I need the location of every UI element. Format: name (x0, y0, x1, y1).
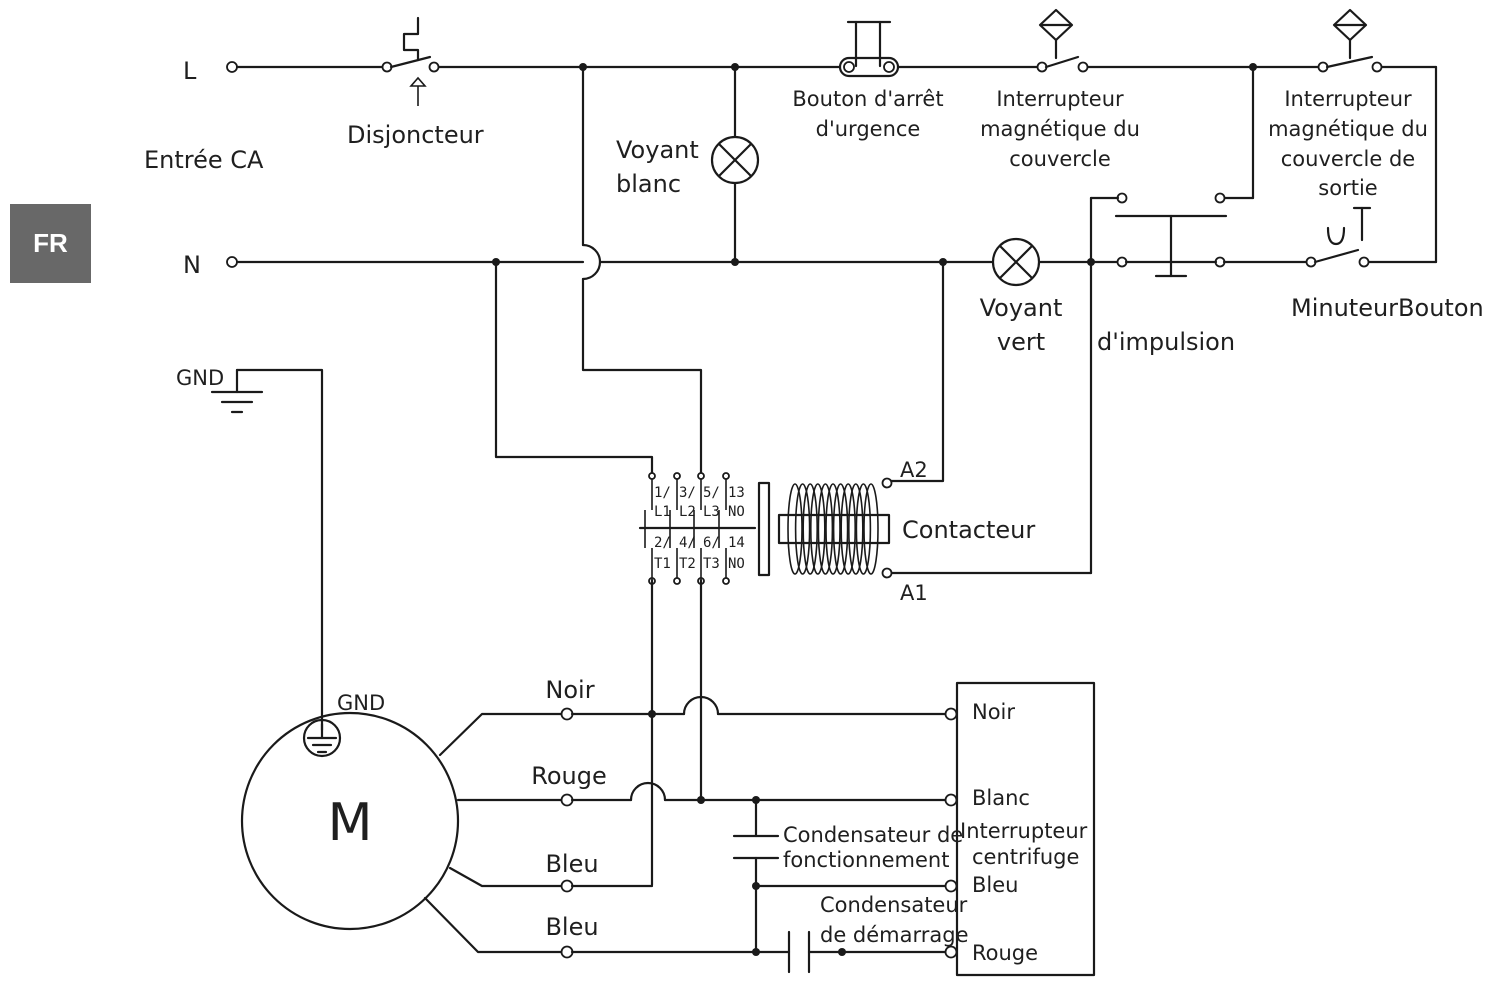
motor-symbol (240, 711, 460, 931)
white-lamp-label-2: blanc (616, 170, 681, 198)
run-capacitor-label-1: Condensateur de (783, 823, 963, 847)
contactor-terminal-label: L2 (679, 504, 696, 520)
contactor-terminal-label: L1 (654, 504, 671, 520)
contactor-terminal-label: 5/ (703, 485, 720, 501)
contactor-output-wires (648, 578, 705, 887)
contactor-terminal-label: L3 (703, 504, 720, 520)
emergency-stop-label-1: Bouton d'arrêt (792, 87, 943, 111)
line-n-label: N (183, 251, 201, 279)
line-n-wire (226, 243, 1120, 281)
green-lamp-symbol (991, 237, 1041, 287)
coil-loop (787, 483, 803, 575)
contactor-terminal-label: 6/ (703, 535, 720, 551)
contactor-terminal-label: 1/ (654, 485, 671, 501)
coil-loop (840, 483, 857, 575)
run-capacitor-symbol (732, 798, 958, 954)
white-lamp-symbol (710, 65, 760, 266)
contactor-pole-4 (718, 472, 730, 585)
contactor-terminal-label: T1 (654, 556, 671, 572)
pulse-button-label: d'impulsion (1097, 328, 1235, 356)
green-lamp-label-2: vert (997, 328, 1045, 356)
outlet-lid-switch-label-4: sortie (1318, 176, 1377, 200)
lid-switch-label-1: Interrupteur (996, 87, 1124, 111)
centrifugal-switch-label-1: Interrupteur (960, 819, 1088, 843)
ac-input-label: Entrée CA (144, 146, 264, 174)
lid-switch-symbol (1036, 8, 1089, 73)
motor-wire-label-bleu-2: Bleu (545, 913, 598, 941)
emergency-stop-label-2: d'urgence (816, 117, 921, 141)
contactor-label: Contacteur (902, 516, 1035, 544)
breaker-label: Disjoncteur (347, 121, 484, 149)
contactor-supply-wires (494, 65, 1093, 575)
outlet-lid-switch-label-1: Interrupteur (1284, 87, 1412, 111)
start-capacitor-symbol (787, 930, 811, 974)
outlet-lid-switch-symbol (1317, 8, 1383, 73)
contactor-terminal-label: 4/ (679, 535, 696, 551)
coil-loop (863, 483, 879, 575)
run-capacitor-label-2: fonctionnement (783, 848, 949, 872)
motor-label: M (328, 793, 373, 853)
motor-wires (423, 695, 958, 959)
coil-loop (817, 483, 834, 575)
switch-terminal-bleu: Bleu (972, 873, 1018, 897)
pulse-button-symbol (1089, 65, 1310, 575)
switch-terminal-rouge: Rouge (972, 941, 1038, 965)
coil-loop (802, 483, 819, 575)
coil-loop (809, 483, 826, 575)
coil-a2-label: A2 (900, 458, 928, 482)
coil-loop (847, 483, 864, 575)
start-capacitor-label-2: de démarrage (820, 923, 969, 947)
contactor-terminal-label: T3 (703, 556, 720, 572)
contactor-terminal-label: NO (728, 556, 745, 572)
contactor-terminal-label: 3/ (679, 485, 696, 501)
breaker-symbol (381, 16, 440, 106)
coil-a1-label: A1 (900, 581, 928, 605)
motor-wire-label-noir: Noir (545, 676, 594, 704)
line-l-label: L (183, 57, 197, 85)
switch-terminal-blanc: Blanc (972, 786, 1030, 810)
language-badge-label: FR (33, 228, 68, 258)
line-l-wire (226, 61, 1438, 264)
contactor-terminal-label: NO (728, 504, 745, 520)
gnd-top-label: GND (176, 366, 224, 390)
timer-button-label: MinuteurBouton (1291, 294, 1484, 322)
switch-terminal-noir: Noir (972, 700, 1015, 724)
coil-loop (794, 483, 811, 575)
timer-button-symbol (1305, 206, 1372, 268)
language-badge: FR (10, 204, 91, 283)
motor-wire-label-bleu-1: Bleu (545, 850, 598, 878)
contactor-terminal-label: 14 (728, 535, 745, 551)
contactor-terminal-label: 2/ (654, 535, 671, 551)
white-lamp-label-1: Voyant (616, 136, 699, 164)
lid-switch-label-3: couvercle (1009, 147, 1111, 171)
outlet-lid-switch-label-2: magnétique du (1268, 117, 1428, 141)
outlet-lid-switch-label-3: couvercle de (1281, 147, 1415, 171)
emergency-stop-symbol (838, 20, 900, 78)
contactor-terminal-label: T2 (679, 556, 696, 572)
green-lamp-label-1: Voyant (980, 294, 1063, 322)
lid-switch-label-2: magnétique du (980, 117, 1140, 141)
motor-wire-label-rouge: Rouge (531, 762, 607, 790)
contactor-terminal-label: 13 (728, 485, 745, 501)
coil-loop (825, 483, 841, 575)
start-capacitor-label-1: Condensateur (820, 893, 968, 917)
coil-loop (855, 483, 872, 575)
coil-loop (832, 483, 849, 575)
centrifugal-switch-box (955, 681, 1096, 977)
gnd-motor-label: GND (337, 691, 385, 715)
centrifugal-switch-label-2: centrifuge (972, 845, 1079, 869)
ground-top-symbol (210, 368, 324, 732)
